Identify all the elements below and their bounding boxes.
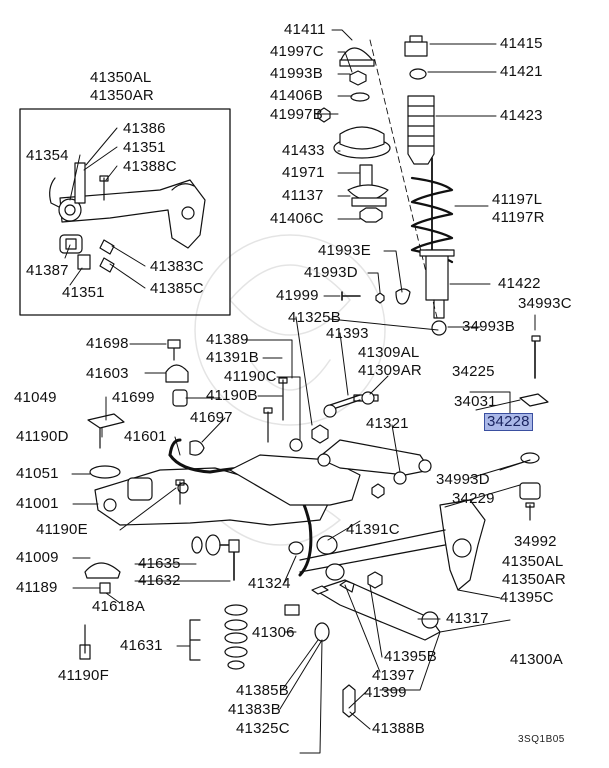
label-41190F: 41190F [58, 667, 109, 684]
label-41197R: 41197R [492, 209, 545, 226]
label-41993E: 41993E [318, 242, 371, 259]
label-41190B: 41190B [206, 387, 258, 404]
label-41190C: 41190C [224, 368, 277, 385]
label-41386: 41386 [123, 120, 166, 137]
label-41309AR: 41309AR [358, 362, 422, 379]
label-41603: 41603 [86, 365, 129, 382]
label-41009: 41009 [16, 549, 59, 566]
label-41999: 41999 [276, 287, 319, 304]
label-34229: 34229 [452, 490, 495, 507]
label-41632: 41632 [138, 572, 181, 589]
label-41350AL-inset: 41350AL [90, 69, 152, 86]
label-41383B: 41383B [228, 701, 281, 718]
label-41189: 41189 [16, 579, 58, 596]
label-41351-bottom: 41351 [62, 284, 105, 301]
label-41631: 41631 [120, 637, 163, 654]
label-41997C: 41997C [270, 43, 324, 60]
suspension-crossmember [79, 335, 549, 718]
label-41350AR-inset: 41350AR [90, 87, 154, 104]
label-41389: 41389 [206, 331, 249, 348]
label-41395B: 41395B [384, 648, 437, 665]
label-41383C: 41383C [150, 258, 204, 275]
label-41997B: 41997B [270, 106, 323, 123]
label-41699: 41699 [112, 389, 155, 406]
label-41325C: 41325C [236, 720, 290, 737]
label-41350AR: 41350AR [502, 571, 566, 588]
label-41190E: 41190E [36, 521, 88, 538]
label-34228-highlighted[interactable]: 34228 [484, 413, 533, 431]
label-41300A: 41300A [510, 651, 563, 668]
label-41325B: 41325B [288, 309, 341, 326]
label-41395C: 41395C [500, 589, 554, 606]
label-41385B: 41385B [236, 682, 289, 699]
label-41324: 41324 [248, 575, 291, 592]
label-34031: 34031 [454, 393, 497, 410]
label-41601: 41601 [124, 428, 167, 445]
label-41051: 41051 [16, 465, 59, 482]
label-41406C: 41406C [270, 210, 324, 227]
drawing-code: 3SQ1B05 [518, 734, 565, 745]
label-41393: 41393 [326, 325, 369, 342]
label-41698: 41698 [86, 335, 129, 352]
label-41321: 41321 [366, 415, 409, 432]
label-41350AL: 41350AL [502, 553, 564, 570]
watermark-emblem [194, 234, 386, 546]
label-41397: 41397 [372, 667, 415, 684]
label-41411: 41411 [284, 21, 326, 38]
label-41317: 41317 [446, 610, 489, 627]
label-41001: 41001 [16, 495, 59, 512]
label-41618A: 41618A [92, 598, 145, 615]
label-41697: 41697 [190, 409, 233, 426]
label-41391C: 41391C [346, 521, 400, 538]
label-41635: 41635 [138, 555, 181, 572]
label-41433: 41433 [282, 142, 325, 159]
label-41993B: 41993B [270, 65, 323, 82]
label-34993D: 34993D [436, 471, 490, 488]
label-41388B: 41388B [372, 720, 425, 737]
label-41415: 41415 [500, 35, 543, 52]
label-41385C: 41385C [150, 280, 204, 297]
strut-assembly [317, 35, 455, 336]
label-34993B: 34993B [462, 318, 515, 335]
label-41421: 41421 [500, 63, 543, 80]
label-34225: 34225 [452, 363, 495, 380]
label-41399: 41399 [364, 684, 407, 701]
label-41391B: 41391B [206, 349, 259, 366]
label-41971: 41971 [282, 164, 325, 181]
label-34992: 34992 [514, 533, 557, 550]
label-41388C: 41388C [123, 158, 177, 175]
label-41306: 41306 [252, 624, 295, 641]
label-41423: 41423 [500, 107, 543, 124]
label-41137: 41137 [282, 187, 324, 204]
label-41422: 41422 [498, 275, 541, 292]
label-41309AL: 41309AL [358, 344, 420, 361]
label-41387: 41387 [26, 262, 69, 279]
label-41049: 41049 [14, 389, 57, 406]
label-34993C: 34993C [518, 295, 572, 312]
label-41197L: 41197L [492, 191, 543, 208]
label-41354: 41354 [26, 147, 69, 164]
label-41406B: 41406B [270, 87, 323, 104]
label-41190D: 41190D [16, 428, 69, 445]
label-41351-top: 41351 [123, 139, 166, 156]
label-41993D: 41993D [304, 264, 358, 281]
